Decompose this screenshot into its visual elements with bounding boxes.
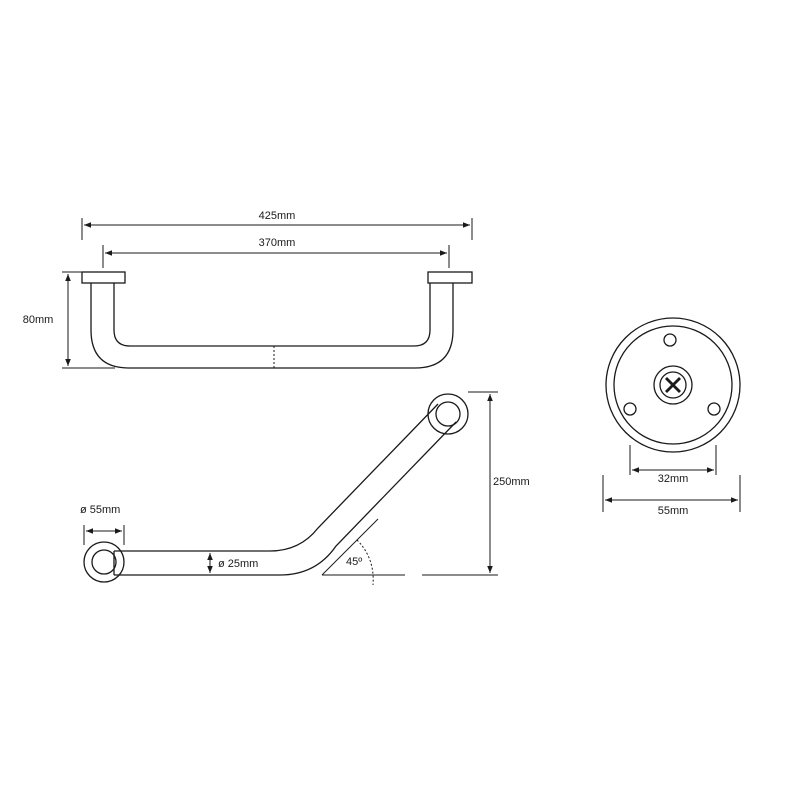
top-view: 425mm 370mm 80mm bbox=[23, 210, 473, 369]
dim-label-32: 32mm bbox=[658, 473, 689, 485]
dim-label-80: 80mm bbox=[23, 314, 54, 326]
dim-label-370: 370mm bbox=[259, 237, 296, 249]
screw-hole-right bbox=[707, 402, 721, 416]
left-rosette-outer bbox=[83, 541, 125, 583]
cross-screw-icon bbox=[665, 377, 681, 393]
angle-arc bbox=[356, 539, 374, 586]
right-rosette-outer bbox=[427, 393, 469, 435]
dim-label-425: 425mm bbox=[259, 210, 296, 222]
front-view: ø 55mm ø 25mm 45º 250mm bbox=[80, 391, 530, 586]
plate-view: 32mm 55mm bbox=[602, 317, 741, 517]
angled-bar-lower-edge bbox=[114, 421, 457, 576]
angle-label: 45º bbox=[346, 556, 362, 568]
center-fixing-outer bbox=[653, 365, 693, 405]
left-mount-plate bbox=[81, 271, 126, 284]
angled-bar-upper-edge bbox=[114, 403, 439, 552]
screw-hole-top bbox=[663, 333, 677, 347]
left-rosette-inner bbox=[91, 549, 117, 575]
screw-hole-left bbox=[623, 402, 637, 416]
dim-label-tube: ø 25mm bbox=[218, 558, 258, 570]
dim-label-rosette: ø 55mm bbox=[80, 504, 120, 516]
right-mount-plate bbox=[427, 271, 473, 284]
center-fixing-inner bbox=[659, 371, 687, 399]
plate-outer-circle bbox=[605, 317, 741, 453]
dim-label-250: 250mm bbox=[493, 476, 530, 488]
dim-label-55: 55mm bbox=[658, 505, 689, 517]
angle-slope-line bbox=[321, 518, 379, 576]
u-bar-inner-outline bbox=[113, 283, 431, 347]
right-rosette-inner bbox=[435, 401, 461, 427]
plate-inner-circle bbox=[613, 325, 733, 445]
u-bar-outline bbox=[90, 283, 454, 369]
